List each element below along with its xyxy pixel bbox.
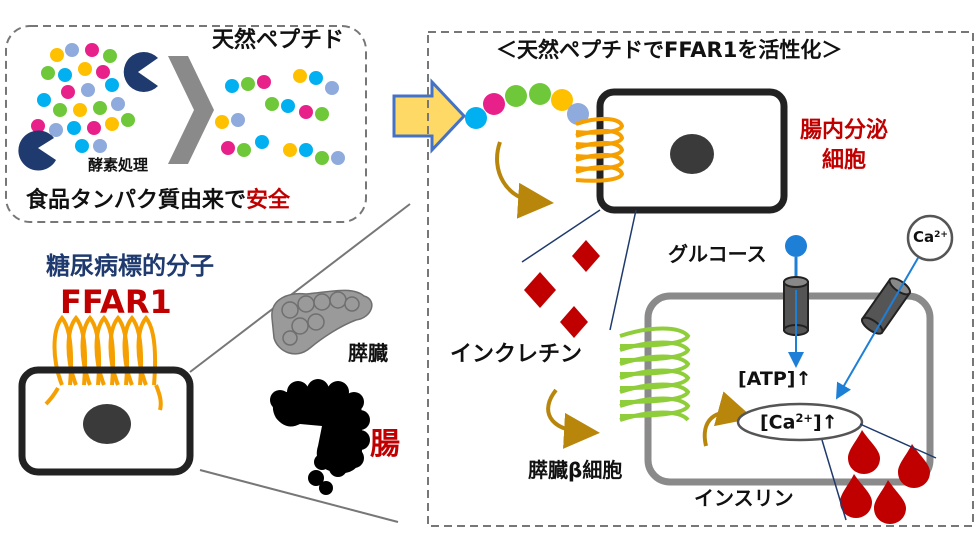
top-left-panel-frame [5, 25, 367, 223]
protein-beads [31, 43, 135, 153]
enteroendocrine-label-line1: 腸内分泌 [800, 118, 889, 143]
peptide-fragments [215, 69, 345, 165]
calcium-ion-base: Ca [913, 228, 935, 246]
calcium-level-suffix: ]↑ [812, 411, 838, 434]
insulin-droplets [840, 430, 930, 524]
activation-arrow-upper [495, 141, 554, 219]
glucose-transporter [783, 276, 809, 336]
cell-left-nucleus [83, 404, 131, 444]
calcium-level-prefix: [Ca [760, 411, 796, 434]
enzyme-pacman-upper [123, 52, 158, 92]
ffar1-receptor-left [44, 314, 163, 411]
glucose-molecule [785, 235, 807, 257]
incretin-diamonds [524, 240, 600, 338]
safety-caption: 食品タンパク質由来で安全 [26, 190, 290, 212]
calcium-ion [906, 214, 954, 262]
calcium-level-charge: 2+ [795, 411, 813, 426]
insulin-label: インスリン [694, 486, 794, 510]
beta-cell-label: 膵臓β細胞 [528, 458, 623, 482]
blue-line-2 [609, 209, 637, 331]
glucose-label: グルコース [668, 242, 767, 266]
enzyme-pacman-lower [18, 130, 56, 171]
enteroendocrine-label-line2: 細胞 [822, 148, 867, 173]
intestine-illustration [270, 379, 370, 495]
insulin-line-2 [859, 423, 937, 459]
calcium-level-ellipse [736, 402, 864, 442]
calcium-ion-label: Ca2+ [913, 230, 948, 245]
calcium-level-label: [Ca2+]↑ [760, 412, 838, 432]
enteroendocrine-cell [596, 88, 788, 214]
ffar1-receptor-beta [619, 326, 691, 422]
atp-label: [ATP]↑ [738, 368, 812, 390]
ffar1-label: FFAR1 [60, 283, 172, 321]
blue-line-1 [521, 209, 601, 263]
pancreas-illustration [271, 289, 373, 355]
pancreas-label: 膵臓 [348, 341, 388, 365]
enteroendocrine-nucleus [670, 134, 714, 174]
calcium-channel [860, 277, 912, 335]
safety-caption-prefix: 食品タンパク質由来で [26, 188, 247, 213]
insulin-line-1 [821, 439, 847, 521]
calcium-ion-charge: 2+ [934, 229, 948, 240]
incretin-label: インクレチン [450, 342, 583, 367]
calcium-influx-arrow [835, 257, 919, 400]
connector-line-lower [199, 469, 399, 523]
right-panel-title: ＜天然ペプチドでFFAR1を活性化＞ [496, 38, 843, 62]
activation-arrow-beta [702, 391, 754, 447]
diabetes-target-label: 糖尿病標的分子 [46, 252, 214, 280]
cell-left [18, 366, 194, 476]
enzyme-treatment-label: 酵素処理 [88, 156, 149, 174]
activation-arrow-incretin [546, 388, 600, 449]
process-chevron [168, 56, 214, 164]
safety-caption-highlight: 安全 [246, 188, 291, 213]
connector-line-upper [189, 203, 411, 373]
natural-peptide-label: 天然ペプチド [212, 28, 345, 53]
intestine-label: 腸 [370, 427, 400, 462]
peptide-chain [465, 83, 589, 129]
ffar1-receptor-enteroendocrine [575, 117, 625, 183]
